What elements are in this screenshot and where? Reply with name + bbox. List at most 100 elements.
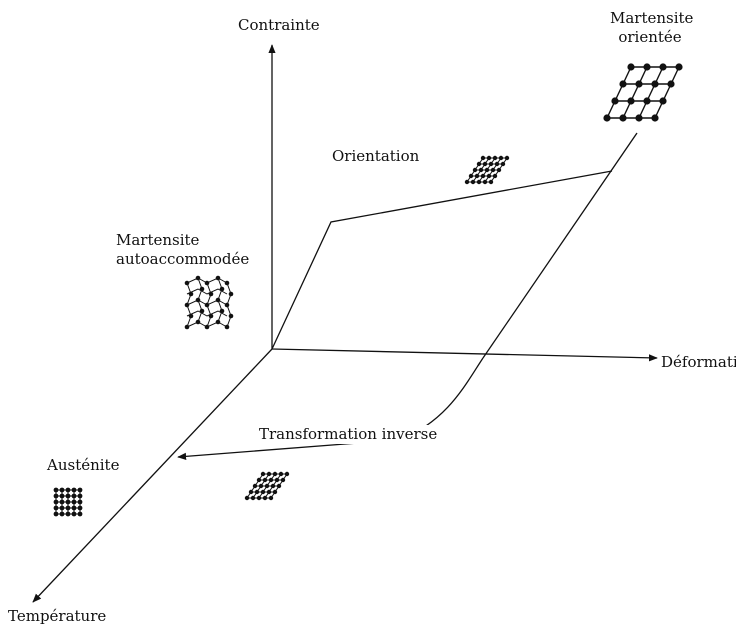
lattice-atom <box>651 114 659 122</box>
lattice-atom <box>280 477 286 483</box>
lattice-atom <box>71 487 77 493</box>
lattice-atom <box>480 173 486 179</box>
self-accommodated-line1: Martensite <box>116 231 200 249</box>
lattice-atom <box>490 167 496 173</box>
lattice-atom <box>184 324 190 330</box>
lattice-atom <box>65 493 71 499</box>
lattice-atom <box>486 173 492 179</box>
lattice-bond <box>622 66 648 119</box>
lattice-atom <box>276 483 282 489</box>
lattice-atom <box>675 63 683 71</box>
lattice-atom <box>188 291 194 297</box>
lattice-atom <box>77 493 83 499</box>
lattice-atom <box>496 167 502 173</box>
cubic-lattice-icon <box>53 487 83 517</box>
lattice-atom <box>224 302 230 308</box>
lattice-bond <box>606 66 632 119</box>
lattice-atom <box>215 319 221 325</box>
lattice-atom <box>262 477 268 483</box>
lattice-atom <box>71 493 77 499</box>
lattice-atom <box>504 155 510 161</box>
lattice-atom <box>482 179 488 185</box>
strain-axis <box>271 348 658 362</box>
lattice-atom <box>619 80 627 88</box>
oriented-martensite-line1: Martensite <box>610 9 694 27</box>
lattice-atom <box>77 511 83 517</box>
lattice-atom <box>627 63 635 71</box>
lattice-atom <box>266 471 272 477</box>
lattice-atom <box>77 505 83 511</box>
lattice-atom <box>59 499 65 505</box>
lattice-atom <box>195 319 201 325</box>
lattice-atom <box>65 487 71 493</box>
oriented-martensite-label: Martensite orientée <box>610 9 694 47</box>
lattice-atom <box>59 487 65 493</box>
lattice-atom <box>195 297 201 303</box>
lattice-atom <box>266 489 272 495</box>
lattice-atom <box>619 114 627 122</box>
orientation-label: Orientation <box>332 147 420 165</box>
lattice-atom <box>77 487 83 493</box>
lattice-atom <box>215 297 221 303</box>
lattice-atom <box>71 511 77 517</box>
stress-axis-label: Contrainte <box>238 16 320 34</box>
lattice-atom <box>474 173 480 179</box>
lattice-atom <box>204 324 210 330</box>
lattice-atom <box>470 179 476 185</box>
sheared-lattice-icon <box>603 63 683 122</box>
lattice-atom <box>643 63 651 71</box>
lattice-atom <box>219 286 225 292</box>
lattice-atom <box>274 477 280 483</box>
lattice-atom <box>256 495 262 501</box>
lattice-atom <box>71 499 77 505</box>
oriented-martensite-line2: orientée <box>618 28 682 46</box>
lattice-atom <box>77 499 83 505</box>
lattice-atom <box>256 477 262 483</box>
self-accommodated-line2: autoaccommodée <box>116 250 250 268</box>
lattice-atom <box>208 313 214 319</box>
austenite-label: Austénite <box>47 456 120 474</box>
lattice-atom <box>498 155 504 161</box>
lattice-atom <box>65 505 71 511</box>
lattice-atom <box>603 114 611 122</box>
lattice-atom <box>224 280 230 286</box>
lattice-atom <box>219 308 225 314</box>
lattice-atom <box>484 167 490 173</box>
lattice-atom <box>188 313 194 319</box>
self-accommodated-martensite-label: Martensite autoaccommodée <box>116 231 249 269</box>
lattice-atom <box>480 155 486 161</box>
lattice-atom <box>272 489 278 495</box>
lattice-atom <box>184 302 190 308</box>
lattice-atom <box>184 280 190 286</box>
lattice-atom <box>71 505 77 511</box>
temperature-axis-label: Température <box>8 607 107 625</box>
lattice-atom <box>204 280 210 286</box>
lattice-atom <box>53 499 59 505</box>
lattice-atom <box>284 471 290 477</box>
lattice-atom <box>659 97 667 105</box>
lattice-atom <box>248 489 254 495</box>
lattice-atom <box>635 114 643 122</box>
lattice-atom <box>53 511 59 517</box>
lattice-atom <box>199 286 205 292</box>
lattice-atom <box>478 167 484 173</box>
lattice-atom <box>278 471 284 477</box>
lattice-atom <box>195 275 201 281</box>
strain-axis-label: Déformation <box>661 353 736 371</box>
lattice-atom <box>472 167 478 173</box>
lattice-atom <box>260 471 266 477</box>
lattice-atom <box>488 179 494 185</box>
lattice-bond <box>654 66 680 119</box>
lattice-atom <box>500 161 506 167</box>
lattice-atom <box>59 511 65 517</box>
lattice-atom <box>476 179 482 185</box>
herringbone-lattice-icon <box>184 275 234 330</box>
lattice-atom <box>224 324 230 330</box>
lattice-atom <box>627 97 635 105</box>
lattice-atom <box>659 63 667 71</box>
lattice-atom <box>228 291 234 297</box>
lattice-atom <box>488 161 494 167</box>
lattice-atom <box>252 483 258 489</box>
lattice-atom <box>635 80 643 88</box>
